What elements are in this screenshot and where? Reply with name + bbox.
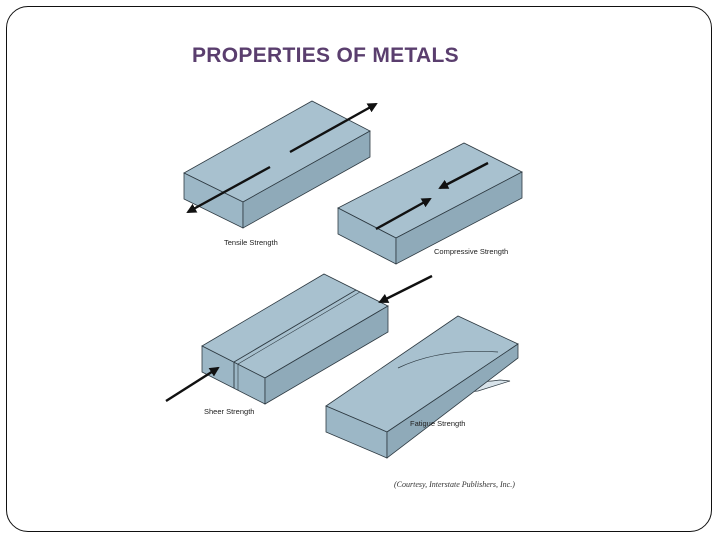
slide-title: PROPERTIES OF METALS xyxy=(192,44,459,67)
tensile-arrows xyxy=(186,102,378,214)
shear-arrows xyxy=(165,274,433,403)
compressive-arrows xyxy=(375,161,489,231)
tensile-block xyxy=(183,100,371,229)
compressive-block xyxy=(337,142,523,265)
sheer-strength-label: Sheer Strength xyxy=(204,407,254,416)
fatigue-block xyxy=(325,315,519,459)
tensile-strength-label: Tensile Strength xyxy=(224,238,278,247)
fatigue-strength-label: Fatigue Strength xyxy=(410,419,465,428)
shear-block xyxy=(201,273,389,405)
image-credit: (Courtesy, Interstate Publishers, Inc.) xyxy=(394,480,515,489)
compressive-strength-label: Compressive Strength xyxy=(434,247,508,256)
slide-frame xyxy=(6,6,712,532)
